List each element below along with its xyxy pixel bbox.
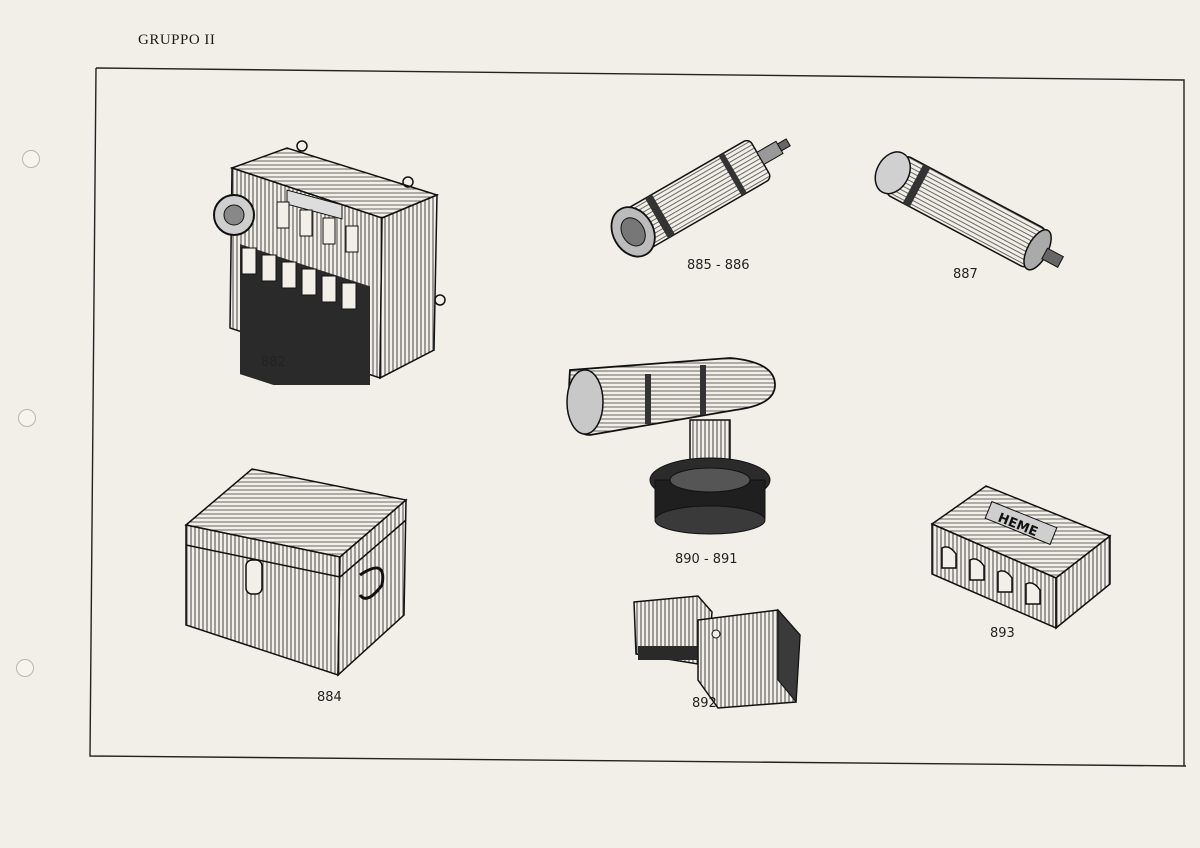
binder-hole-middle xyxy=(18,409,36,427)
product-893-label: 893 xyxy=(990,626,1015,641)
product-885-886-illustration xyxy=(595,115,805,275)
spotlight-icon xyxy=(566,357,776,535)
page-header: GRUPPO II xyxy=(138,32,216,48)
product-890-891-illustration xyxy=(560,350,785,545)
connector-icon xyxy=(633,595,801,709)
product-885-886-label: 885 - 886 xyxy=(687,258,750,273)
ribbed-box-icon xyxy=(184,468,408,677)
binder-hole-bottom xyxy=(16,659,34,677)
product-887-label: 887 xyxy=(953,267,978,282)
junction-box-icon: HEME xyxy=(930,485,1112,630)
product-882-illustration xyxy=(212,140,452,385)
illustration-frame xyxy=(89,67,1187,767)
product-884-illustration xyxy=(182,465,412,680)
product-884-label: 884 xyxy=(317,690,342,705)
product-887-illustration xyxy=(860,140,1080,290)
product-892-label: 892 xyxy=(692,696,717,711)
binder-hole-top xyxy=(22,150,40,168)
product-882-label: 882 xyxy=(261,355,286,370)
product-892-illustration xyxy=(628,590,808,710)
cylinder-lamp-icon xyxy=(874,151,1065,271)
fuse-panel-icon xyxy=(213,140,446,385)
cylinder-lamp-icon xyxy=(610,138,791,258)
product-893-illustration: HEME xyxy=(928,482,1118,632)
product-890-891-label: 890 - 891 xyxy=(675,552,738,567)
